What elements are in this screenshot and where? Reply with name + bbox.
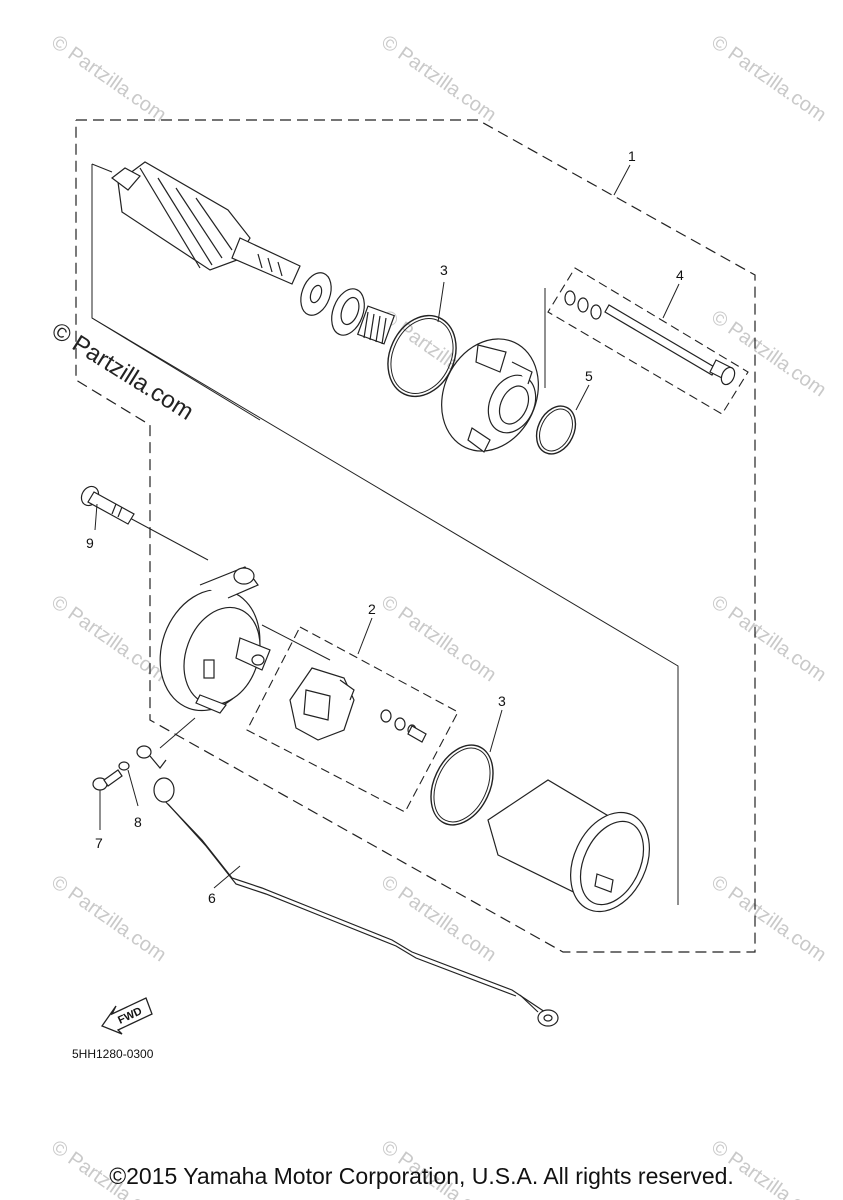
front-cover-part [441, 338, 539, 453]
watermark: © Partzilla.com [707, 591, 830, 686]
watermark: © Partzilla.com [377, 871, 500, 966]
callout-3-bottom: 3 [498, 693, 506, 709]
o-ring-5 [535, 405, 577, 455]
assembly-lines [91, 163, 679, 905]
watermark: © Partzilla.com [47, 31, 170, 126]
callout-9: 9 [86, 535, 94, 551]
watermark: © Partzilla.com [47, 871, 170, 966]
callout-1: 1 [628, 148, 636, 164]
bolt-4-part [564, 290, 736, 386]
callout-8: 8 [134, 814, 142, 830]
rear-cover-part [159, 566, 271, 714]
leader-lines [94, 164, 680, 889]
o-ring-3-bottom-inner [433, 747, 491, 823]
callout-3-top: 3 [440, 262, 448, 278]
screw-7-8-parts [92, 761, 130, 791]
watermark: © Partzilla.com [47, 591, 170, 686]
callout-6: 6 [208, 890, 216, 906]
watermark: © Partzilla.com [707, 306, 830, 401]
o-ring-3-bottom [430, 744, 494, 826]
fwd-arrow-icon: FWD [100, 997, 153, 1035]
assembly-4-boundary [547, 267, 749, 415]
callout-2: 2 [368, 601, 376, 617]
callout-7: 7 [95, 835, 103, 851]
lead-wire-part [136, 745, 559, 1027]
assembly-2-boundary [246, 626, 459, 813]
diagram-code: 5HH1280-0300 [72, 1047, 154, 1061]
copyright-notice: ©2015 Yamaha Motor Corporation, U.S.A. A… [109, 1163, 734, 1189]
yoke-part [487, 779, 650, 913]
watermark: © Partzilla.com [377, 31, 500, 126]
callout-5: 5 [585, 368, 593, 384]
callout-4: 4 [676, 267, 684, 283]
brush-holder-part [289, 667, 427, 743]
bolt-9-part [80, 485, 135, 525]
watermark: © Partzilla.com [707, 871, 830, 966]
watermark: © Partzilla.com [377, 591, 500, 686]
assembly-1-boundary [75, 119, 756, 953]
armature-part [111, 161, 301, 285]
watermark: © Partzilla.com [707, 31, 830, 126]
bearing-parts [300, 272, 396, 345]
o-ring-5-inner [539, 408, 573, 452]
watermark-large: © Partzilla.com [47, 317, 198, 426]
